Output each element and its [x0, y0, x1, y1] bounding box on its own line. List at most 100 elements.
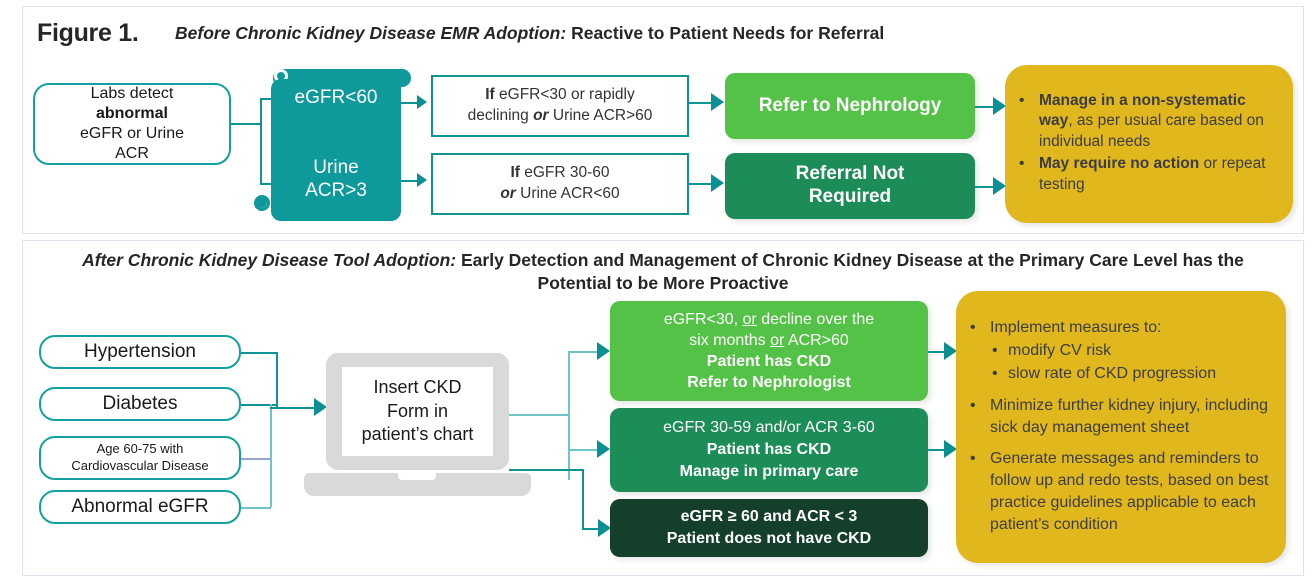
connector-out-riser: [568, 351, 570, 480]
laptop-screen: Insert CKD Form in patient’s chart: [342, 367, 493, 456]
criteria-1-or: or: [533, 107, 549, 124]
bullet-dot: •: [970, 396, 976, 414]
connector-rf-2: [241, 404, 277, 406]
trigger-line-urine: Urine: [313, 156, 359, 178]
connector-res2-action: [928, 449, 946, 451]
list-item: • modify CV risk: [970, 340, 1272, 362]
result-ckd-primary-care-box: eGFR 30-59 and/or ACR 3-60 Patient has C…: [610, 408, 928, 492]
result-2-rest: or repeat testing: [1039, 155, 1266, 193]
refer-nephrology-label: Refer to Nephrology: [758, 95, 942, 116]
result-ckd-refer-box: eGFR<30, or decline over the six months …: [610, 301, 928, 401]
connector-rf-trunk: [276, 352, 278, 408]
res1-l1a: eGFR<30,: [663, 310, 743, 328]
connector-labs-down: [260, 183, 274, 185]
arrow-to-criteria-1: [417, 95, 427, 109]
proactive-actions-box: • Implement measures to: • modify CV ris…: [956, 291, 1286, 563]
criteria-2-l2b: Urine ACR<60: [515, 185, 620, 202]
action-3-text: Generate messages and reminders to follo…: [990, 450, 1269, 533]
connector-trigger-2: [401, 180, 419, 182]
referral-not-required-l1: Referral Not: [795, 163, 905, 185]
connector-out-low-stub: [509, 469, 583, 471]
list-item: • Minimize further kidney injury, includ…: [970, 395, 1272, 439]
action-1-sub-1: modify CV risk: [1008, 342, 1112, 360]
connector-labs-h: [231, 123, 261, 125]
criteria-2-or: or: [500, 185, 516, 202]
labs-line-3: eGFR or Urine: [79, 125, 185, 142]
trigger-line-egfr: eGFR<60: [294, 87, 378, 108]
referral-not-required-box: Referral Not Required: [725, 153, 975, 219]
criteria-2-rest: eGFR 30-60: [519, 164, 610, 182]
res3-l2: Patient does not have CKD: [666, 530, 872, 547]
laptop-line-3: patient’s chart: [361, 424, 474, 445]
connector-criteria-2: [689, 183, 713, 185]
criteria-1-l2b: Urine ACR>60: [548, 107, 653, 124]
res1-or-2: or: [770, 331, 785, 349]
curl-bottom-icon: [254, 195, 270, 211]
bullet-dot: •: [1019, 91, 1025, 109]
risk-factor-label: Abnormal eGFR: [71, 496, 209, 517]
laptop-notch: [398, 473, 436, 480]
criteria-1-if: If: [485, 86, 495, 104]
result-2-bold: May require no action: [1039, 155, 1200, 173]
connector-out-top: [568, 351, 601, 353]
bottom-panel-title-rest: Early Detection and Management of Chroni…: [456, 250, 1244, 293]
referral-not-required-l2: Required: [808, 186, 892, 207]
action-2-text: Minimize further kidney injury, includin…: [990, 396, 1269, 436]
arrow-to-result-1: [993, 97, 1006, 115]
labs-line-2: abnormal: [95, 105, 168, 122]
res2-l2: Patient has CKD: [706, 440, 832, 458]
arrow-to-actions-1: [944, 342, 957, 360]
trigger-values-box: eGFR<60 Urine ACR>3: [271, 79, 401, 221]
connector-rf-merge: [270, 407, 316, 409]
before-adoption-panel: Figure 1. Before Chronic Kidney Disease …: [22, 6, 1304, 234]
bullet-dot: •: [992, 342, 998, 360]
res1-l1b: decline over the: [756, 310, 875, 328]
criteria-1-rest: eGFR<30 or rapidly: [494, 86, 635, 104]
risk-factor-label: Diabetes: [102, 393, 178, 414]
res1-l4: Refer to Nephrologist: [687, 374, 851, 392]
after-adoption-panel: After Chronic Kidney Disease Tool Adopti…: [22, 240, 1304, 576]
laptop-line-2: Form in: [386, 400, 448, 421]
bullet-dot: •: [992, 365, 998, 383]
connector-outcome-1: [975, 106, 995, 108]
labs-line-1: Labs detect: [90, 85, 174, 102]
res2-l1: eGFR 30-59 and/or ACR 3-60: [663, 418, 875, 436]
risk-factor-label-line1: Age 60-75 with: [96, 441, 184, 457]
res1-l3: Patient has CKD: [706, 353, 832, 370]
refer-nephrology-box: Refer to Nephrology: [725, 73, 975, 139]
arrow-to-result-green-dark: [597, 440, 610, 458]
arrow-to-criteria-2: [417, 173, 427, 187]
res3-l1: eGFR ≥ 60 and ACR < 3: [680, 507, 858, 525]
risk-factor-age-cvd: Age 60-75 with Cardiovascular Disease: [39, 436, 241, 480]
bullet-dot: •: [970, 450, 976, 468]
res1-or-1: or: [742, 310, 757, 328]
bottom-panel-title: After Chronic Kidney Disease Tool Adopti…: [23, 249, 1303, 295]
res1-l2b: ACR>60: [784, 331, 849, 349]
risk-factor-abnormal-egfr: Abnormal eGFR: [39, 490, 241, 524]
list-item: • slow rate of CKD progression: [970, 363, 1272, 385]
connector-labs-v: [260, 98, 262, 184]
arrow-to-laptop: [314, 398, 327, 416]
curl-bottom-fill: [256, 197, 267, 208]
reactive-results-box: • Manage in a non-systematic way, as per…: [1005, 65, 1293, 223]
connector-out-low: [582, 528, 602, 530]
arrow-to-result-2: [993, 177, 1006, 195]
connector-res1-action: [928, 351, 946, 353]
action-1-text: Implement measures to:: [990, 318, 1162, 336]
res2-l3: Manage in primary care: [679, 463, 859, 481]
criteria-box-2: If eGFR 30-60 or Urine ACR<60: [431, 153, 689, 215]
connector-trigger-1: [401, 102, 419, 104]
bullet-dot: •: [970, 318, 976, 336]
arrow-to-actions-2: [944, 440, 957, 458]
list-item: • Manage in a non-systematic way, as per…: [1019, 91, 1279, 152]
res1-l2a: six months: [689, 331, 771, 349]
list-item: • Generate messages and reminders to fol…: [970, 448, 1272, 535]
laptop-line-1: Insert CKD: [373, 377, 462, 398]
connector-out-second: [568, 449, 601, 451]
arrow-to-outcome-1: [711, 93, 724, 111]
connector-rf-1: [241, 352, 277, 354]
arrow-to-result-green-light: [597, 342, 610, 360]
trigger-line-acr: ACR>3: [305, 180, 367, 202]
risk-factor-label: Hypertension: [84, 341, 196, 362]
